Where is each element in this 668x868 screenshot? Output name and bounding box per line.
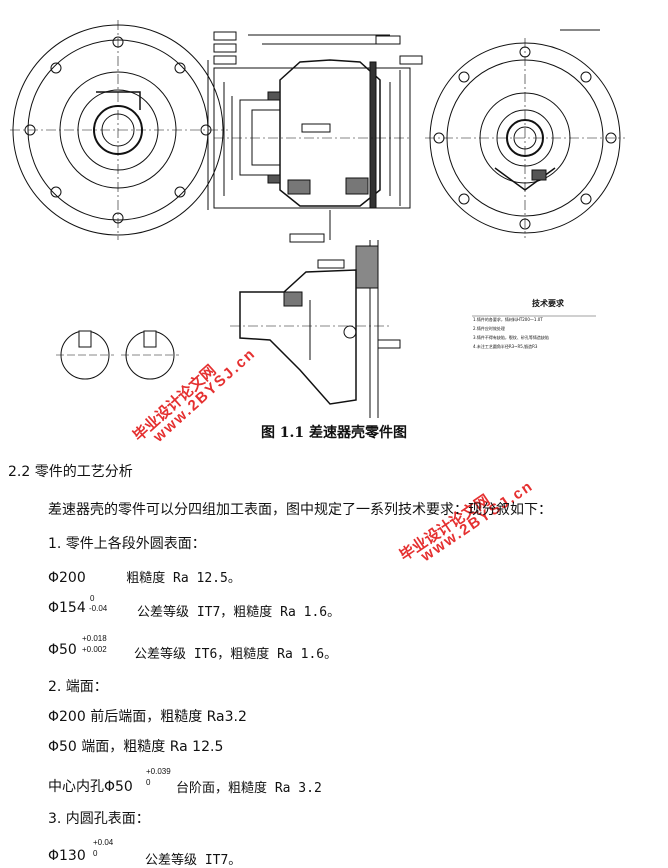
section-heading: 2.2 零件的工艺分析 (8, 464, 133, 480)
g3-line1-lower: 0 (93, 849, 98, 858)
g1-line3-dim: Φ50 (48, 642, 77, 658)
left-flange-view (10, 20, 228, 240)
tech-line-4: 4.未注工艺圆角半径R3~R5,锻造R3 (473, 344, 538, 349)
g2-line3-dim: 中心内孔Φ50 (48, 779, 133, 795)
small-section-views (56, 330, 179, 380)
group2-title: 2. 端面： (48, 679, 108, 695)
g1-line2-dim: Φ154 (48, 600, 86, 616)
group3-title: 3. 内圆孔表面： (48, 811, 150, 827)
g2-line3: 中心内孔Φ50 (48, 776, 133, 796)
engineering-drawing (10, 20, 625, 418)
g1-line2: Φ154 (48, 600, 86, 616)
g1-line3: Φ50 (48, 642, 77, 658)
g1-line2-desc: 公差等级 IT7，粗糙度 Ra 1.6。 (137, 605, 341, 620)
g1-line1-desc: 粗糙度 Ra 12.5。 (126, 571, 241, 586)
tech-requirements: 技术要求 1.铸件的各要求，铸材料HT200—1.0T 2.铸件应时效处理 3.… (473, 298, 603, 350)
g1-line2-lower: -0.04 (89, 604, 108, 613)
right-flange-view (425, 29, 625, 238)
g3-line1-dim: Φ130 (48, 848, 86, 864)
g1-line1: Φ200 粗糙度 Ra 12.5。 (48, 567, 241, 586)
g2-line1: Φ200 前后端面，粗糙度 Ra3.2 (48, 709, 247, 725)
tech-line-3: 3.铸件不得有缺陷，裂纹、砂孔等铸造缺陷 (473, 335, 549, 340)
g1-line3-lower: +0.002 (82, 645, 107, 654)
g2-line3-upper: +0.039 (146, 767, 171, 776)
figure-caption: 图 1.1 差速器壳零件图 (260, 425, 408, 441)
g2-line3-desc: 台阶面，粗糙度 Ra 3.2 (176, 781, 322, 796)
tech-line-2: 2.铸件应时效处理 (473, 326, 505, 331)
tech-requirements-title: 技术要求 (532, 299, 564, 308)
group1-title: 1. 零件上各段外圆表面： (48, 536, 206, 552)
g1-line3-upper: +0.018 (82, 634, 107, 643)
g2-line2: Φ50 端面，粗糙度 Ra 12.5 (48, 739, 224, 755)
g3-line1-upper: +0.04 (93, 838, 114, 847)
center-section-view (207, 31, 423, 243)
lower-side-view (230, 240, 401, 418)
g1-line3-desc: 公差等级 IT6，粗糙度 Ra 1.6。 (134, 647, 338, 662)
tech-line-1: 1.铸件的各要求，铸材料HT200—1.0T (473, 317, 543, 322)
g3-line1: Φ130 (48, 848, 86, 864)
g1-line1-dim: Φ200 (48, 570, 86, 586)
g2-line3-lower: 0 (146, 778, 151, 787)
g3-line1-desc: 公差等级 IT7。 (145, 853, 242, 868)
intro-paragraph: 差速器壳的零件可以分四组加工表面，图中规定了一系列技术要求：现分叙如下： (48, 502, 552, 518)
g1-line2-upper: 0 (90, 594, 95, 603)
